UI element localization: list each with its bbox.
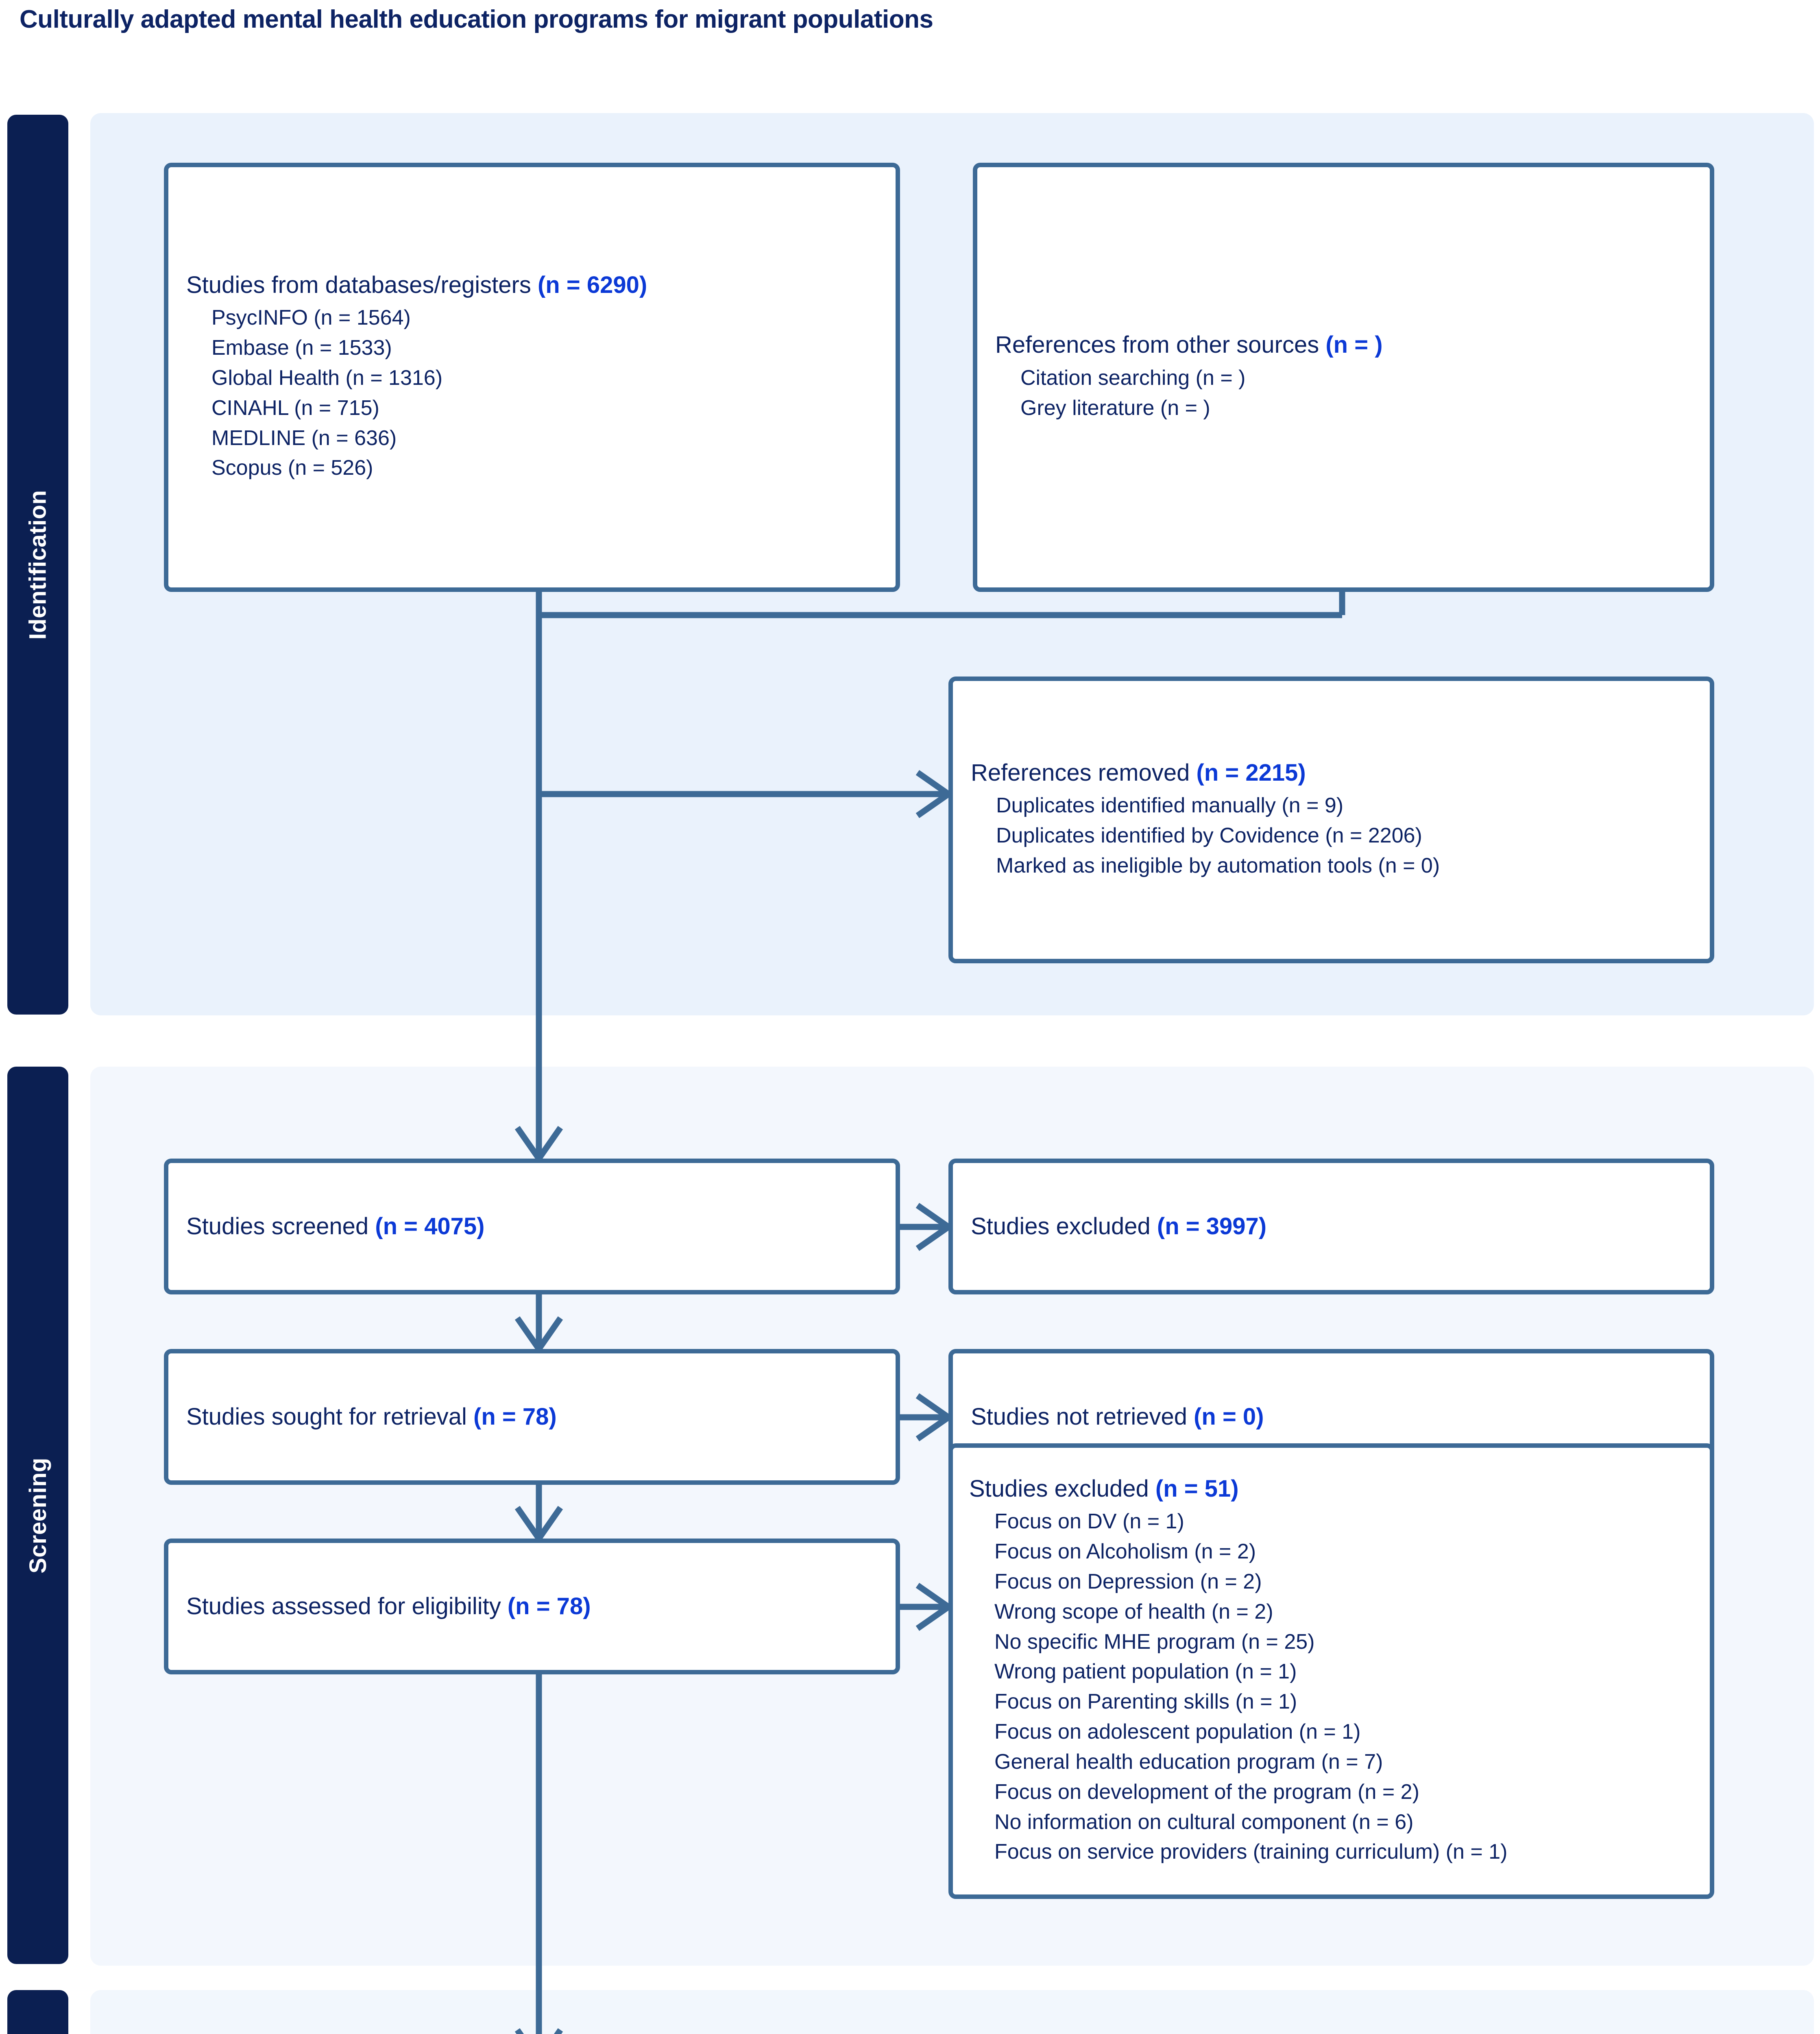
box-head-count: (n = 4075) bbox=[375, 1213, 485, 1240]
box-head-count: (n = 78) bbox=[507, 1593, 591, 1619]
box-head-text: Studies excluded bbox=[971, 1213, 1151, 1240]
box-references-other-sources-items: Citation searching (n = ) Grey literatur… bbox=[995, 363, 1692, 423]
list-item: Global Health (n = 1316) bbox=[211, 366, 443, 390]
box-head-count: (n = 78) bbox=[473, 1403, 557, 1430]
box-studies-from-databases-head: Studies from databases/registers (n = 62… bbox=[186, 271, 878, 299]
box-studies-excluded-eligibility-head: Studies excluded (n = 51) bbox=[969, 1475, 1694, 1503]
box-studies-excluded-screening[interactable]: Studies excluded (n = 3997) bbox=[948, 1159, 1714, 1294]
box-head-text: Studies from databases/registers bbox=[186, 271, 531, 298]
list-item: Focus on adolescent population (n = 1) bbox=[994, 1720, 1361, 1744]
box-head-count: (n = 6290) bbox=[537, 271, 647, 298]
box-studies-sought-retrieval[interactable]: Studies sought for retrieval (n = 78) bbox=[164, 1349, 900, 1485]
box-head-text: References from other sources bbox=[995, 332, 1319, 358]
box-studies-from-databases[interactable]: Studies from databases/registers (n = 62… bbox=[164, 163, 900, 592]
box-references-other-sources[interactable]: References from other sources (n = ) Cit… bbox=[973, 163, 1714, 592]
list-item: Focus on development of the program (n =… bbox=[994, 1780, 1419, 1804]
list-item: Focus on Alcoholism (n = 2) bbox=[994, 1540, 1256, 1564]
sidebar-item-included[interactable]: Included bbox=[7, 1990, 68, 2034]
box-references-removed[interactable]: References removed (n = 2215) Duplicates… bbox=[948, 677, 1714, 963]
list-item: MEDLINE (n = 636) bbox=[211, 426, 397, 450]
sidebar-item-screening-label: Screening bbox=[24, 1457, 51, 1574]
box-head-count: (n = 0) bbox=[1194, 1403, 1264, 1430]
list-item: Focus on Depression (n = 2) bbox=[994, 1569, 1262, 1593]
box-head-text: References removed bbox=[971, 759, 1190, 786]
list-item: No specific MHE program (n = 25) bbox=[994, 1630, 1315, 1654]
box-studies-assessed-eligibility-line: Studies assessed for eligibility (n = 78… bbox=[186, 1589, 878, 1624]
box-head-text: Studies not retrieved bbox=[971, 1403, 1187, 1430]
list-item: Focus on DV (n = 1) bbox=[994, 1510, 1184, 1534]
list-item: PsycINFO (n = 1564) bbox=[211, 306, 411, 330]
box-head-text: Studies sought for retrieval bbox=[186, 1403, 467, 1430]
box-studies-from-databases-items: PsycINFO (n = 1564) Embase (n = 1533) Gl… bbox=[186, 303, 878, 483]
list-item: No information on cultural component (n … bbox=[994, 1810, 1414, 1834]
list-item: Focus on service providers (training cur… bbox=[994, 1840, 1508, 1864]
box-references-removed-items: Duplicates identified manually (n = 9) D… bbox=[971, 791, 1692, 881]
sidebar-item-identification[interactable]: Identification bbox=[7, 115, 68, 1015]
box-studies-not-retrieved-line: Studies not retrieved (n = 0) bbox=[971, 1400, 1692, 1434]
list-item: Wrong scope of health (n = 2) bbox=[994, 1600, 1273, 1624]
box-studies-excluded-eligibility[interactable]: Studies excluded (n = 51) Focus on DV (n… bbox=[948, 1443, 1714, 1899]
list-item: Duplicates identified by Covidence (n = … bbox=[996, 823, 1422, 847]
box-head-text: Studies screened bbox=[186, 1213, 369, 1240]
sidebar-item-screening[interactable]: Screening bbox=[7, 1067, 68, 1964]
list-item: CINAHL (n = 715) bbox=[211, 396, 379, 420]
band-included bbox=[90, 1990, 1814, 2034]
box-studies-sought-retrieval-line: Studies sought for retrieval (n = 78) bbox=[186, 1400, 878, 1434]
box-head-count: (n = 3997) bbox=[1157, 1213, 1267, 1240]
box-head-text: Studies excluded bbox=[969, 1475, 1149, 1502]
box-references-removed-head: References removed (n = 2215) bbox=[971, 759, 1692, 787]
box-head-count: (n = 51) bbox=[1155, 1475, 1239, 1502]
list-item: General health education program (n = 7) bbox=[994, 1750, 1383, 1774]
box-studies-excluded-screening-line: Studies excluded (n = 3997) bbox=[971, 1209, 1692, 1244]
list-item: Citation searching (n = ) bbox=[1020, 366, 1246, 390]
box-head-text: Studies assessed for eligibility bbox=[186, 1593, 501, 1619]
box-studies-assessed-eligibility[interactable]: Studies assessed for eligibility (n = 78… bbox=[164, 1539, 900, 1674]
list-item: Scopus (n = 526) bbox=[211, 456, 373, 480]
list-item: Focus on Parenting skills (n = 1) bbox=[994, 1690, 1297, 1714]
list-item: Duplicates identified manually (n = 9) bbox=[996, 793, 1344, 817]
list-item: Embase (n = 1533) bbox=[211, 336, 392, 360]
box-head-count: (n = 2215) bbox=[1196, 759, 1306, 786]
list-item: Grey literature (n = ) bbox=[1020, 396, 1210, 420]
box-references-other-sources-head: References from other sources (n = ) bbox=[995, 331, 1692, 359]
box-studies-screened[interactable]: Studies screened (n = 4075) bbox=[164, 1159, 900, 1294]
list-item: Wrong patient population (n = 1) bbox=[994, 1660, 1297, 1684]
box-head-count: (n = ) bbox=[1325, 332, 1383, 358]
page-title: Culturally adapted mental health educati… bbox=[20, 5, 933, 33]
sidebar-item-identification-label: Identification bbox=[24, 490, 51, 639]
box-studies-excluded-eligibility-items: Focus on DV (n = 1) Focus on Alcoholism … bbox=[969, 1507, 1694, 1867]
box-studies-screened-line: Studies screened (n = 4075) bbox=[186, 1209, 878, 1244]
list-item: Marked as ineligible by automation tools… bbox=[996, 853, 1440, 877]
